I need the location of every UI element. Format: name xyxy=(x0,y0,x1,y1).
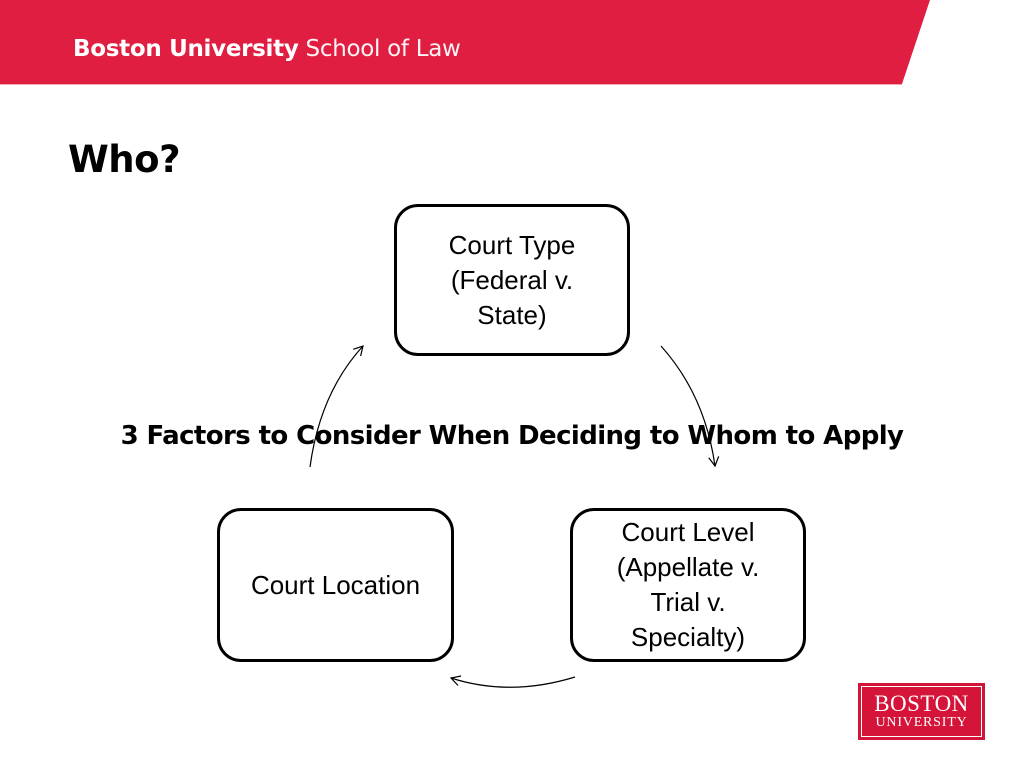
node-court-location-label: Court Location xyxy=(250,569,421,600)
node-court-type-label: Court Type (Federal v. State) xyxy=(448,229,576,330)
brand-bold: Boston University xyxy=(73,36,299,62)
center-label-text: 3 Factors to Consider When Deciding to W… xyxy=(120,421,904,451)
boston-university-logo: BOSTON UNIVERSITY xyxy=(858,683,985,740)
node-court-location: Court Location xyxy=(217,508,454,662)
logo-line-1: BOSTON xyxy=(874,691,969,716)
brand-light: School of Law xyxy=(305,36,461,62)
logo-line-2: UNIVERSITY xyxy=(875,715,968,730)
node-court-level: Court Level (Appellate v. Trial v. Speci… xyxy=(570,508,806,662)
header-banner: Boston University School of Law xyxy=(0,0,1024,86)
banner-shape xyxy=(0,0,930,85)
diagram-center-label: 3 Factors to Consider When Deciding to W… xyxy=(0,421,1024,451)
slide-title: Who? xyxy=(68,138,181,181)
node-court-level-label: Court Level (Appellate v. Trial v. Speci… xyxy=(616,517,760,652)
node-court-type: Court Type (Federal v. State) xyxy=(394,204,630,356)
brand-wordmark: Boston University School of Law xyxy=(73,36,461,62)
arrow-level-to-location xyxy=(449,675,576,688)
